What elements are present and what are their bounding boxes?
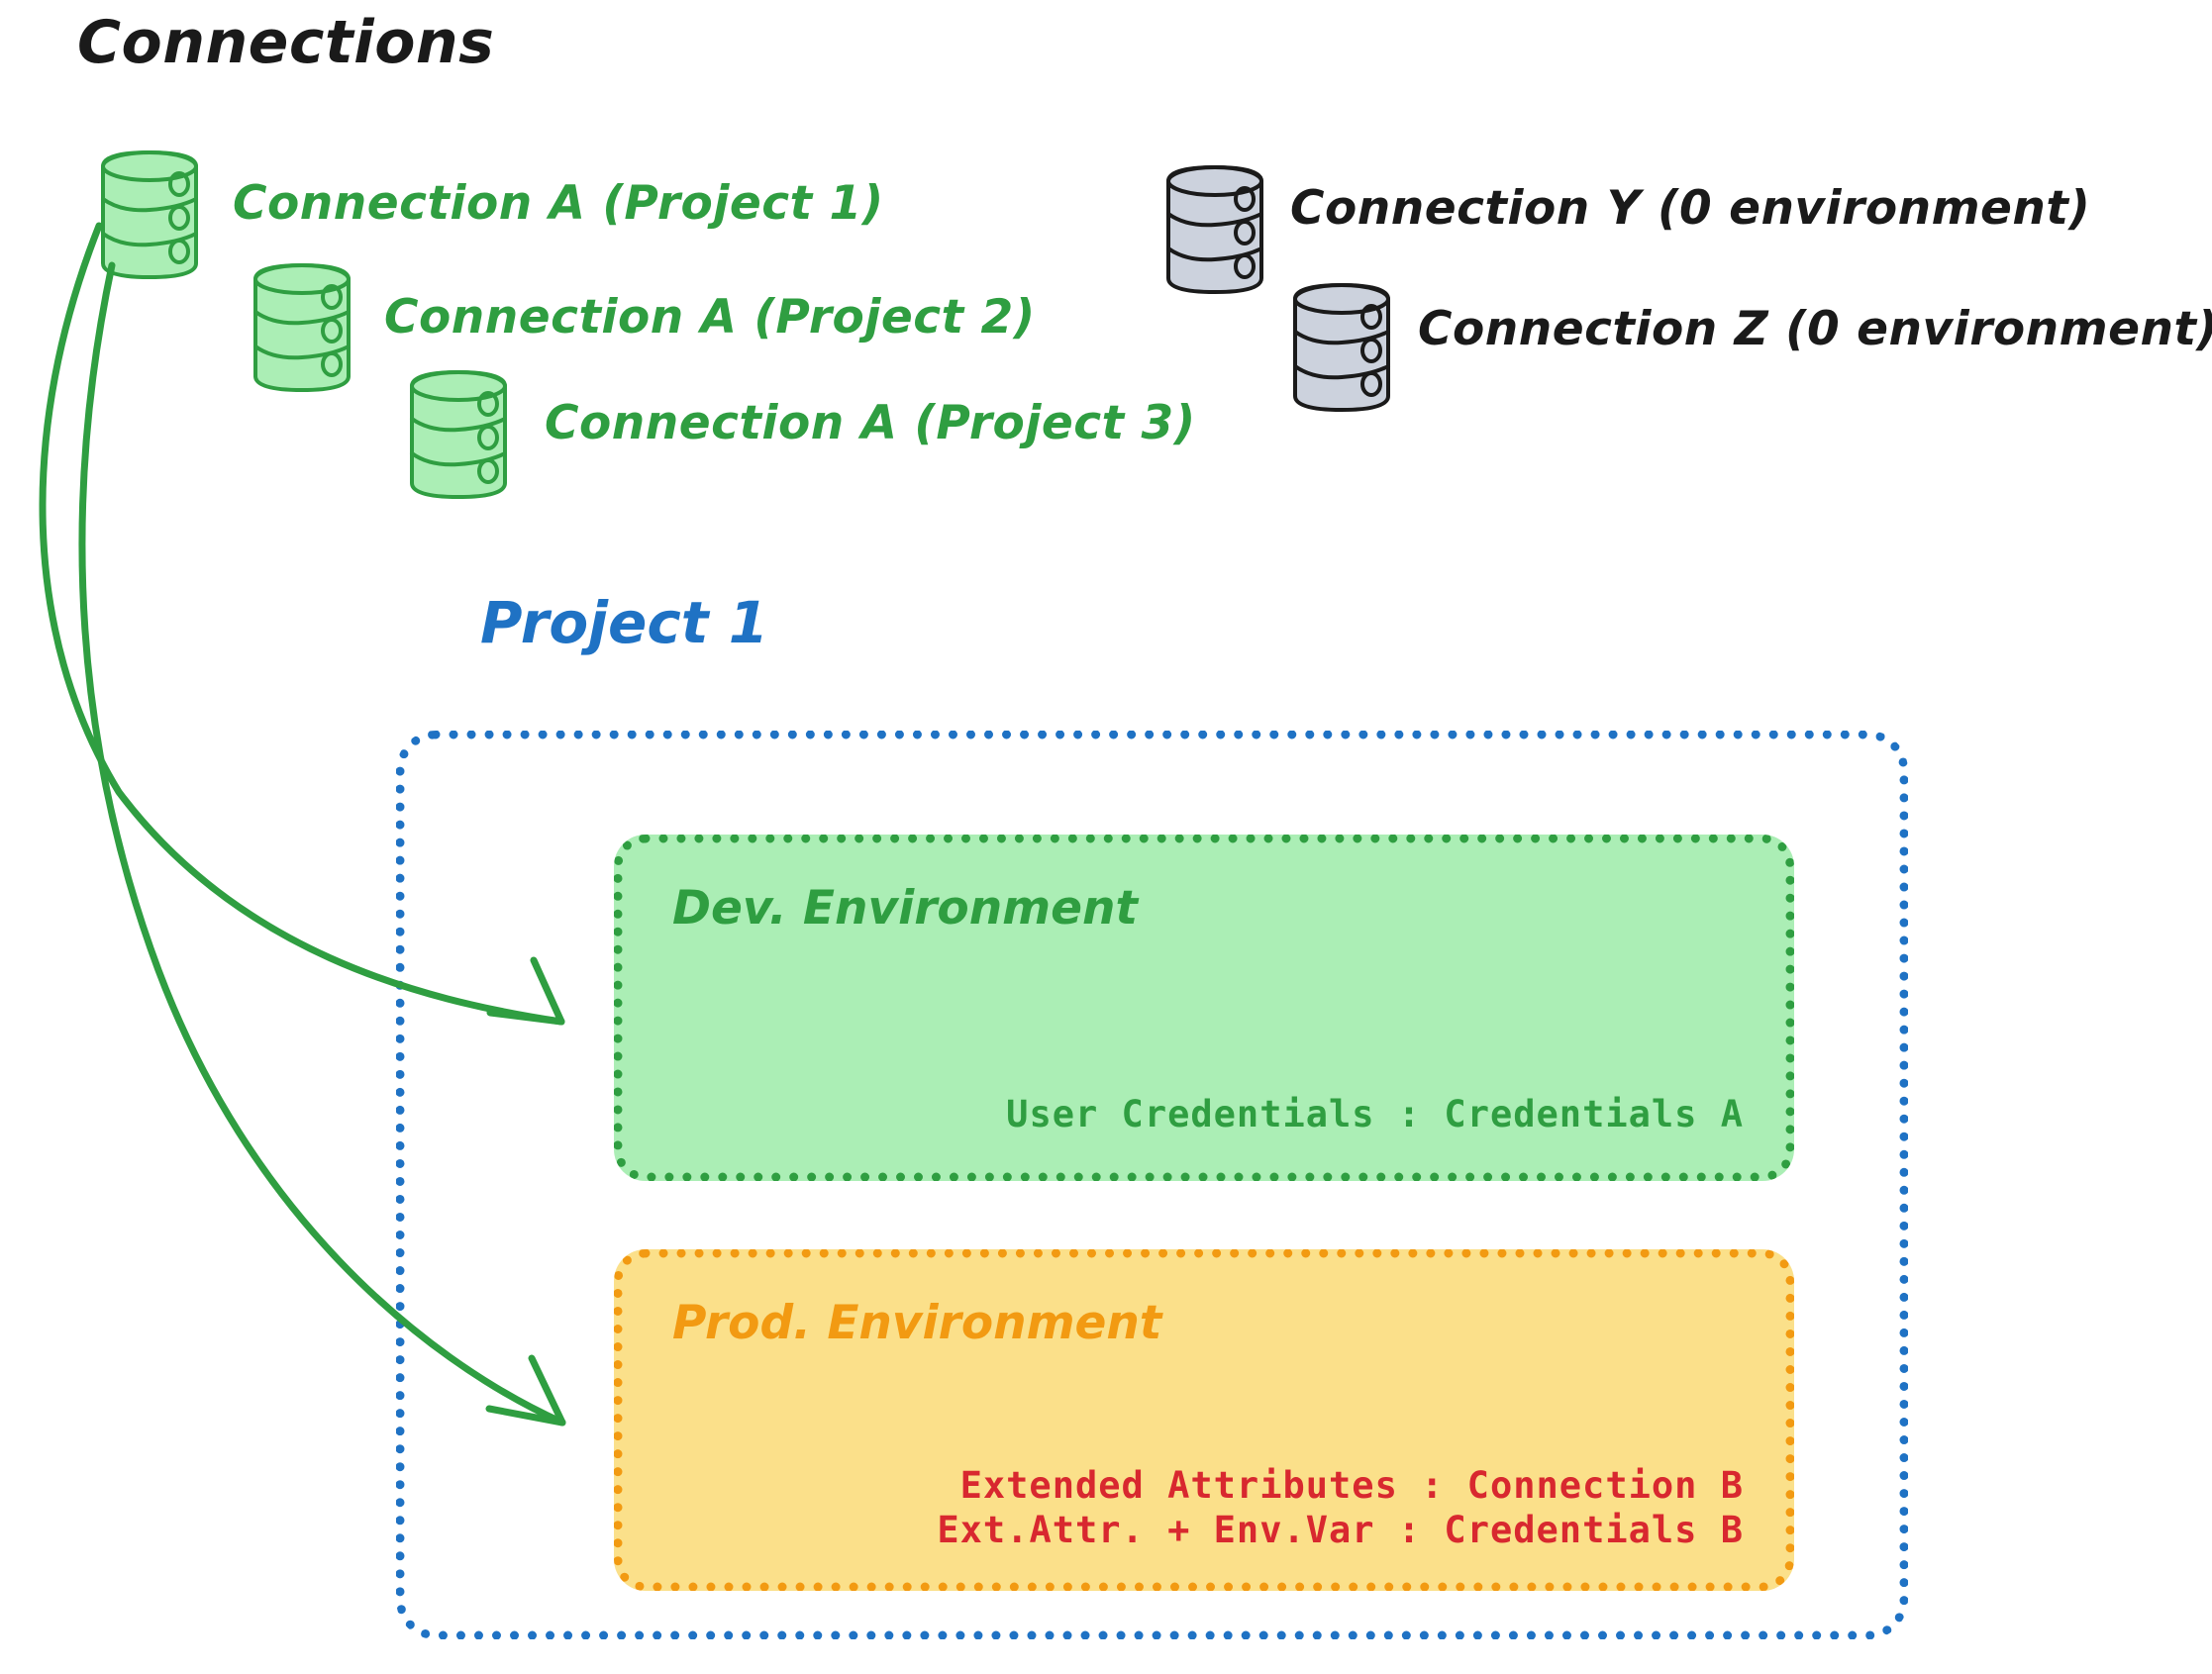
prod-environment-title: Prod. Environment xyxy=(672,1296,1162,1350)
page-title: Connections xyxy=(77,8,495,77)
connection-label-y: Connection Y (0 environment) xyxy=(1290,181,2091,236)
database-icon-connection-z xyxy=(1293,283,1390,412)
connection-label-z: Connection Z (0 environment) xyxy=(1418,302,2212,356)
dev-environment-title: Dev. Environment xyxy=(672,881,1138,935)
prod-environment-details: Extended Attributes : Connection B Ext.A… xyxy=(937,1463,1744,1552)
database-icon-connection-a-project-1 xyxy=(101,150,198,279)
project-title: Project 1 xyxy=(480,589,769,656)
connection-label-a-project-3: Connection A (Project 3) xyxy=(545,396,1196,450)
prod-environment-box: Prod. Environment Extended Attributes : … xyxy=(614,1249,1794,1591)
dev-detail-line: User Credentials : Credentials A xyxy=(1006,1092,1744,1135)
prod-detail-line-1: Extended Attributes : Connection B xyxy=(959,1463,1744,1507)
database-icon-connection-a-project-3 xyxy=(410,370,507,499)
connection-label-a-project-2: Connection A (Project 2) xyxy=(384,290,1036,345)
dev-environment-details: User Credentials : Credentials A xyxy=(1006,1092,1744,1136)
connection-label-a-project-1: Connection A (Project 1) xyxy=(233,176,884,231)
database-icon-connection-y xyxy=(1166,165,1263,294)
dev-environment-box: Dev. Environment User Credentials : Cred… xyxy=(614,835,1794,1181)
database-icon-connection-a-project-2 xyxy=(253,263,351,392)
prod-detail-line-2: Ext.Attr. + Env.Var : Credentials B xyxy=(937,1508,1744,1551)
